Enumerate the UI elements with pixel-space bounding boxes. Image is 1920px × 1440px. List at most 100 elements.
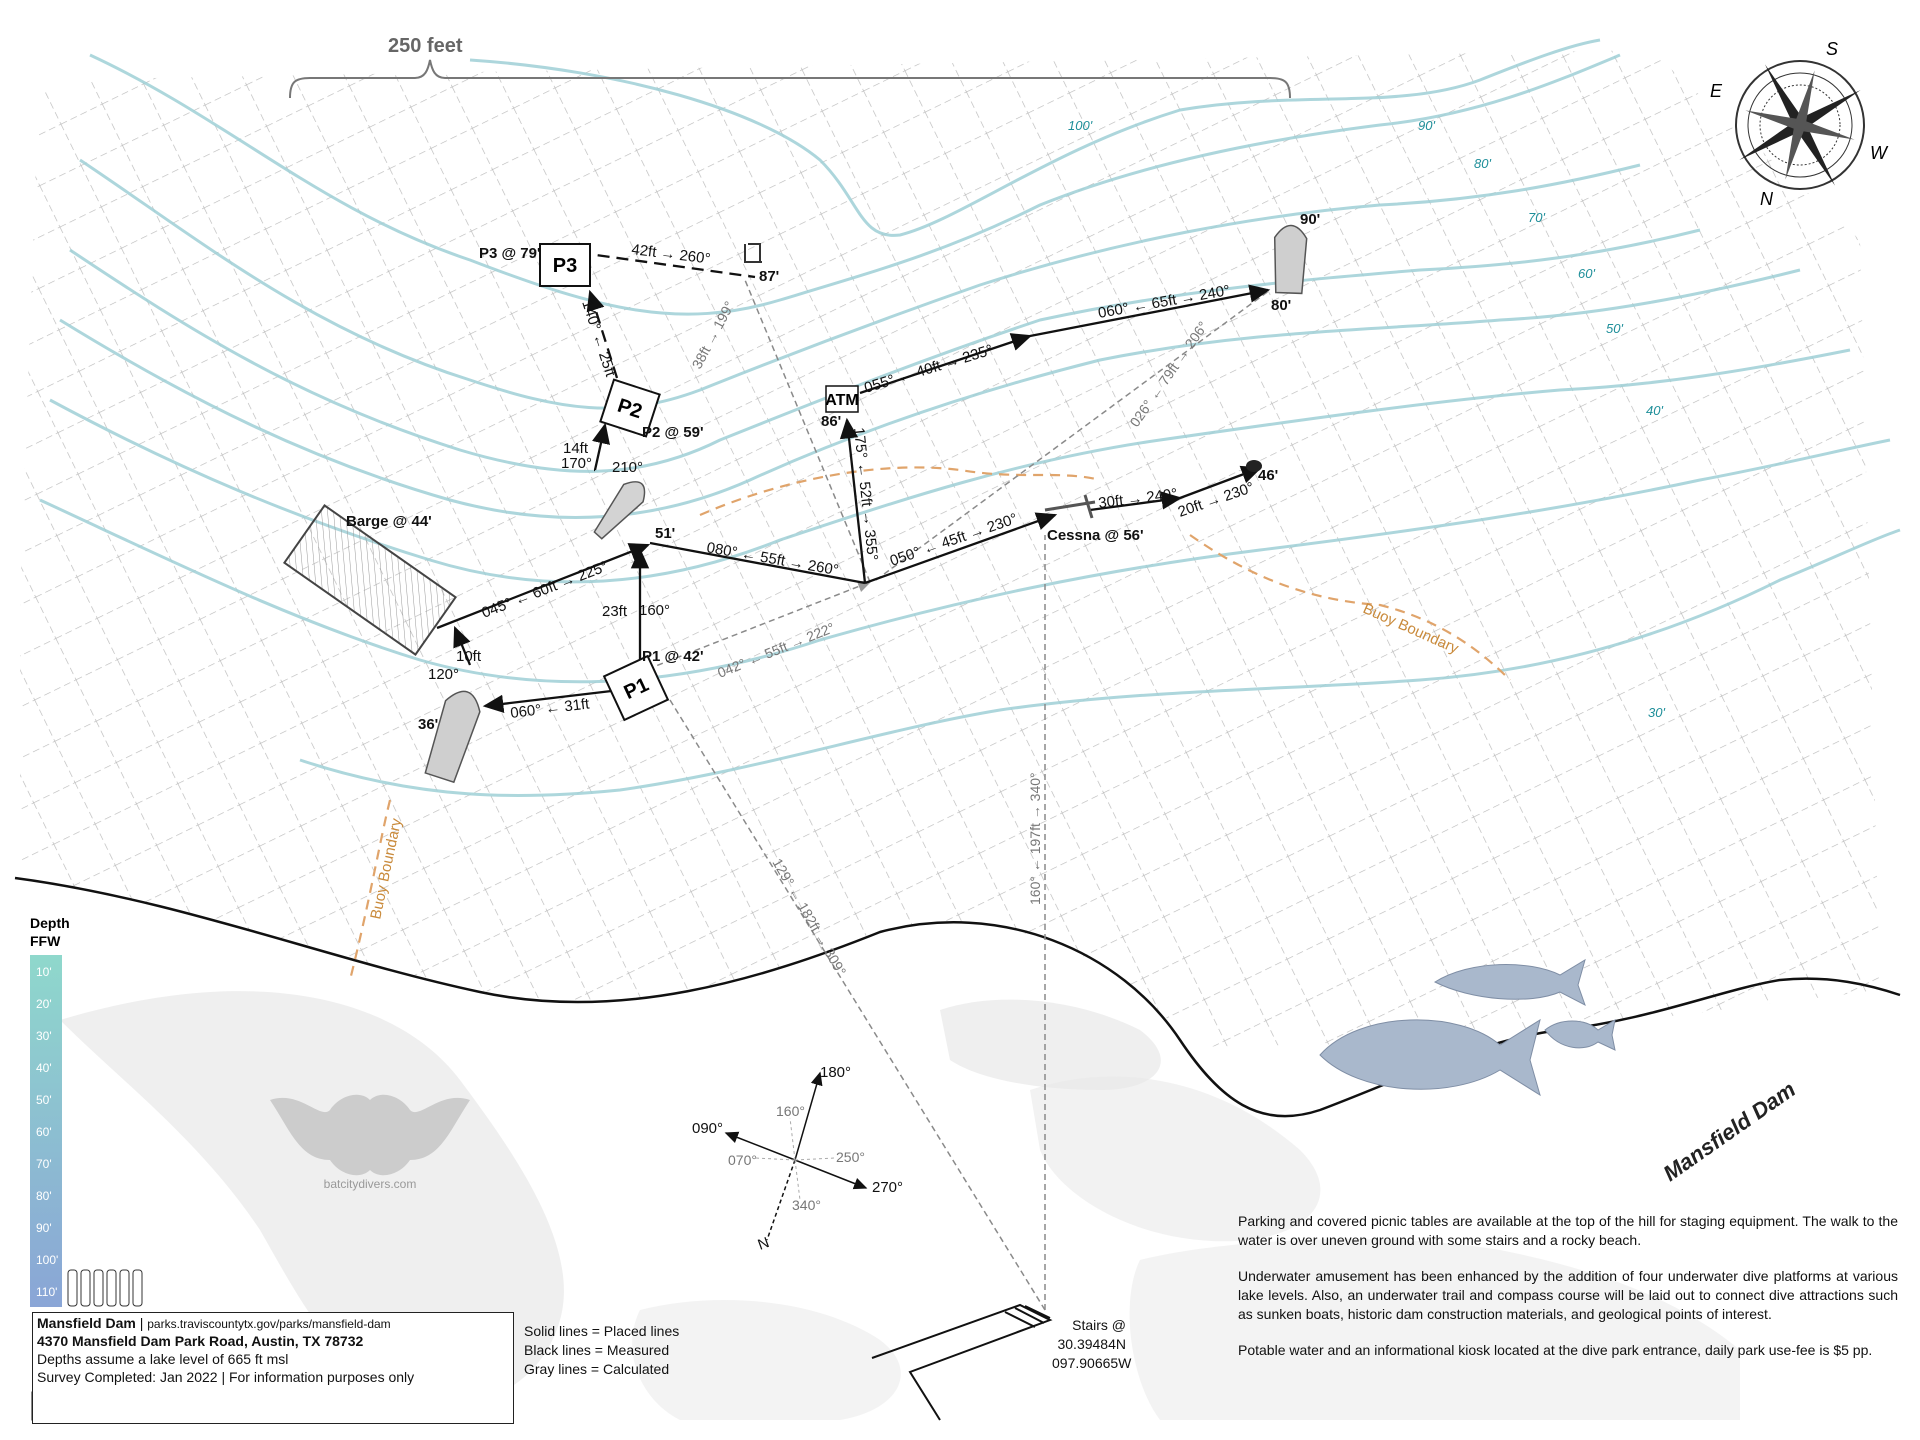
- animal-46: [1246, 460, 1262, 472]
- tamu-logo: ATM: [825, 385, 859, 413]
- svg-text:P1 @ 42': P1 @ 42': [642, 648, 704, 665]
- svg-text:87': 87': [759, 268, 779, 285]
- svg-text:40': 40': [1646, 403, 1663, 418]
- platform-p3: P3: [539, 243, 591, 287]
- park-address: 4370 Mansfield Dam Park Road, Austin, TX…: [37, 1333, 364, 1349]
- buoy-boundary: [348, 466, 1511, 981]
- svg-text:070°: 070°: [728, 1152, 757, 1168]
- feature-labels: P3 @ 79' 87' P2 @ 59' 51' P1 @ 42' Barge…: [346, 211, 1320, 733]
- svg-text:23ft: 23ft: [602, 603, 628, 620]
- svg-text:340°: 340°: [792, 1197, 821, 1213]
- svg-text:210°: 210°: [612, 459, 643, 476]
- svg-text:160°: 160°: [776, 1103, 805, 1119]
- svg-text:50': 50': [1606, 321, 1623, 336]
- svg-text:10ft: 10ft: [456, 648, 482, 665]
- depth-tick-label: 90': [36, 1221, 52, 1235]
- svg-text:14ft: 14ft: [563, 440, 589, 457]
- svg-text:Depth: Depth: [30, 915, 70, 931]
- svg-text:Cessna @ 56': Cessna @ 56': [1047, 527, 1144, 544]
- park-website: parks.traviscountytx.gov/parks/mansfield…: [147, 1317, 391, 1331]
- boat-51: [593, 481, 646, 540]
- svg-text:180°: 180°: [820, 1064, 851, 1081]
- svg-text:80': 80': [1271, 297, 1291, 314]
- park-description-paragraph: Parking and covered picnic tables are av…: [1238, 1213, 1898, 1248]
- depth-tick-label: 110': [36, 1285, 57, 1299]
- svg-text:090°: 090°: [692, 1120, 723, 1137]
- svg-text:30': 30': [1648, 705, 1665, 720]
- compass-rose-icon: S E W N: [1710, 39, 1889, 209]
- stairs-coordinates: Stairs @ 30.39484N 097.90665W: [1052, 1317, 1132, 1371]
- svg-text:170°: 170°: [561, 455, 592, 472]
- svg-text:86': 86': [821, 413, 841, 430]
- compass-course: 180° 090° 270° 160° 070° 250° 340° N: [692, 1064, 903, 1254]
- depth-tick-label: 80': [36, 1189, 52, 1203]
- svg-text:P2 @ 59': P2 @ 59': [642, 424, 704, 441]
- bat-city-logo: batcitydivers.com: [270, 1094, 470, 1191]
- map-info-box: Mansfield Dam | parks.traviscountytx.gov…: [32, 1312, 514, 1424]
- survey-grid: [20, 50, 1880, 1094]
- tank-icons: [67, 1269, 143, 1307]
- mansfield-dam-logo: Mansfield Dam: [1659, 1077, 1801, 1187]
- lines-key: Solid lines = Placed lines Black lines =…: [524, 1322, 679, 1379]
- depth-note: Depths assume a lake level of 665 ft msl: [37, 1351, 289, 1367]
- svg-text:E: E: [1710, 81, 1723, 101]
- svg-text:36': 36': [418, 716, 438, 733]
- depth-legend: Depth FFW 10' 20' 30' 40' 50' 60' 70' 80' 90' 100…: [30, 915, 143, 1307]
- svg-text:160° ← 197ft → 340°: 160° ← 197ft → 340°: [1027, 772, 1043, 905]
- park-description-paragraph: Underwater amusement has been enhanced b…: [1238, 1268, 1898, 1322]
- shoreline: [14, 876, 1901, 1118]
- depth-tick-label: 50': [36, 1093, 52, 1107]
- calculated-lines: [619, 279, 1271, 1311]
- stairs: [871, 1303, 1053, 1421]
- depth-tick-label: 70': [36, 1157, 52, 1171]
- fish-illustrations: [1319, 958, 1616, 1097]
- svg-text:P3 @ 79': P3 @ 79': [479, 245, 541, 262]
- svg-text:250°: 250°: [836, 1149, 865, 1165]
- platform-p1: P1: [602, 654, 670, 722]
- svg-text:51': 51': [655, 525, 675, 542]
- depth-tick-label: 100': [36, 1253, 58, 1267]
- survey-note: Survey Completed: Jan 2022 | For informa…: [37, 1369, 415, 1385]
- svg-text:Mansfield Dam: Mansfield Dam: [1659, 1077, 1801, 1187]
- park-description: Parking and covered picnic tables are av…: [1238, 1212, 1898, 1377]
- svg-text:60': 60': [1578, 266, 1595, 281]
- svg-text:90': 90': [1418, 118, 1435, 133]
- measured-lines: [436, 248, 1271, 713]
- barge: [282, 504, 458, 656]
- svg-text:100': 100': [1068, 118, 1093, 133]
- map-title: Mansfield Dam: [37, 1315, 136, 1331]
- svg-text:FFW: FFW: [30, 933, 61, 949]
- svg-text:P3: P3: [553, 255, 577, 277]
- boat-90: [1273, 224, 1308, 295]
- park-description-paragraph: Potable water and an informational kiosk…: [1238, 1342, 1873, 1358]
- land-shading: [60, 991, 1740, 1420]
- svg-text:ATM: ATM: [825, 392, 858, 409]
- svg-text:batcitydivers.com: batcitydivers.com: [324, 1177, 417, 1191]
- svg-text:270°: 270°: [872, 1179, 903, 1196]
- depth-tick-label: 30': [36, 1029, 52, 1043]
- lines-key-solid: Solid lines = Placed lines: [524, 1323, 680, 1339]
- svg-text:N: N: [1760, 189, 1774, 209]
- svg-text:160°: 160°: [639, 602, 670, 619]
- lines-key-black: Black lines = Measured: [524, 1342, 670, 1358]
- svg-text:N: N: [756, 1234, 772, 1254]
- svg-text:Barge @ 44': Barge @ 44': [346, 513, 432, 530]
- boat-36: [424, 690, 481, 784]
- svg-text:S: S: [1826, 39, 1838, 59]
- svg-text:90': 90': [1300, 211, 1320, 228]
- depth-tick-label: 20': [36, 997, 52, 1011]
- depth-tick-label: 40': [36, 1061, 52, 1075]
- platform-p2: P2: [599, 378, 661, 438]
- svg-text:70': 70': [1528, 210, 1545, 225]
- svg-text:120°: 120°: [428, 666, 459, 683]
- cessna-plane: [1044, 494, 1096, 519]
- svg-text:46': 46': [1258, 467, 1278, 484]
- svg-text:250 feet: 250 feet: [388, 35, 463, 57]
- svg-text:80': 80': [1474, 156, 1491, 171]
- depth-tick-label: 60': [36, 1125, 52, 1139]
- scale-bracket: 250 feet: [289, 35, 1291, 99]
- contour-labels: 100' 90' 80' 70' 60' 50' 40' 30': [1068, 118, 1665, 720]
- depth-tick-label: 10': [36, 965, 52, 979]
- bike-87: [744, 243, 762, 263]
- lines-key-gray: Gray lines = Calculated: [524, 1361, 670, 1377]
